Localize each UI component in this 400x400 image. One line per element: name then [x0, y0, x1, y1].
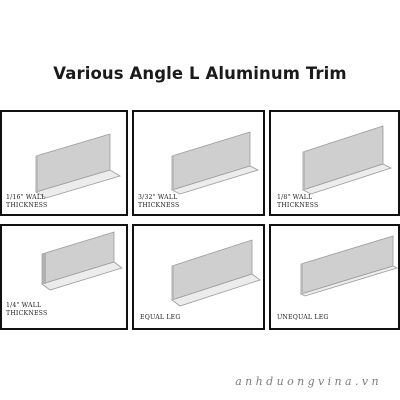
panel-1-16-wall-thickness: 1/16" WALL THICKNESS: [0, 110, 128, 216]
panel-caption: 3/32" WALL THICKNESS: [138, 194, 180, 209]
angle-trim-profile-icon: [170, 131, 260, 195]
angle-trim-profile-icon: [301, 125, 393, 195]
panel-1-4-wall-thickness: 1/4" WALL THICKNESS: [0, 224, 128, 330]
panel-equal-leg: EQUAL LEG: [132, 224, 265, 330]
panel-caption: UNEQUAL LEG: [277, 314, 329, 321]
panel-unequal-leg: UNEQUAL LEG: [269, 224, 400, 330]
angle-trim-profile-icon: [171, 239, 261, 307]
angle-trim-profile-icon: [35, 133, 121, 199]
panel-caption: 1/8" WALL THICKNESS: [277, 194, 319, 209]
watermark: anhduongvina.vn: [235, 375, 382, 388]
panel-caption: 1/4" WALL THICKNESS: [6, 302, 48, 317]
page-title: Various Angle L Aluminum Trim: [53, 64, 347, 83]
panel-1-8-wall-thickness: 1/8" WALL THICKNESS: [269, 110, 400, 216]
panel-3-32-wall-thickness: 3/32" WALL THICKNESS: [132, 110, 265, 216]
panel-caption: 1/16" WALL THICKNESS: [6, 194, 48, 209]
angle-trim-profile-icon: [41, 231, 123, 291]
angle-trim-profile-icon: [299, 235, 398, 297]
panel-caption: EQUAL LEG: [140, 314, 181, 321]
